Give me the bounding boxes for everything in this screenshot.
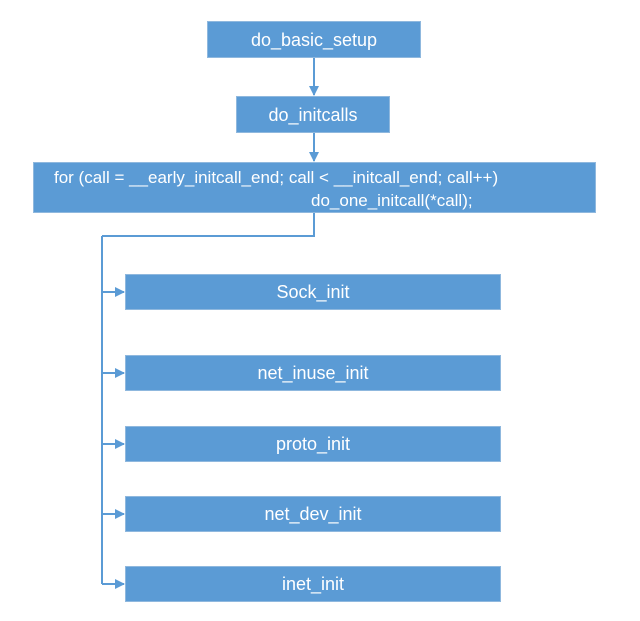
loop-statement: for (call = __early_initcall_end; call <… [54,168,499,187]
connector-loop-to-trunk [102,213,315,237]
node-inet-init: inet_init [125,566,501,602]
node-proto-init: proto_init [125,426,501,462]
node-do-initcalls: do_initcalls [236,96,390,133]
node-sock-init: Sock_init [125,274,501,310]
node-net-dev-init: net_dev_init [125,496,501,532]
loop-body-call: do_one_initcall(*call); [311,191,473,210]
node-initcall-loop: for (call = __early_initcall_end; call <… [33,162,596,213]
node-net-inuse-init: net_inuse_init [125,355,501,391]
node-do-basic-setup: do_basic_setup [207,21,421,58]
